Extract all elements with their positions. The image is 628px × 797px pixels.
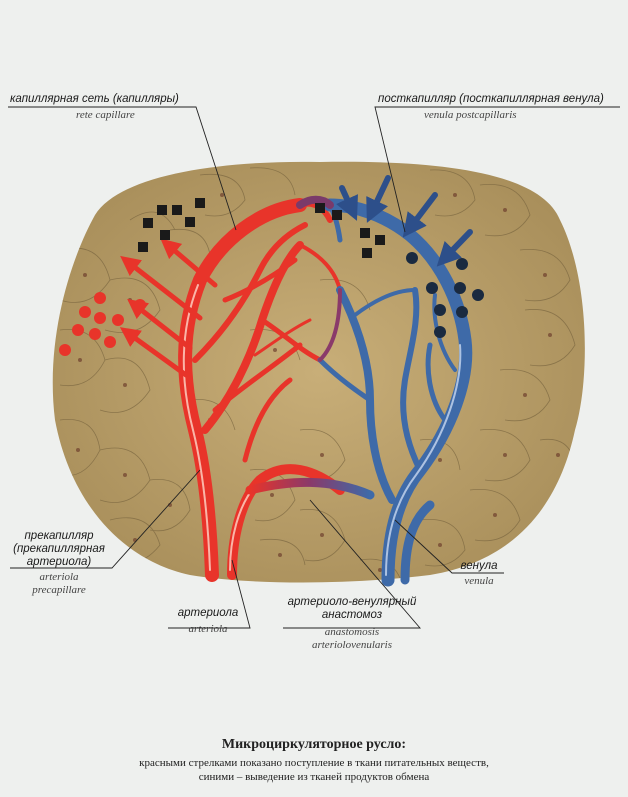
label-ru: артериоло-венулярный	[287, 596, 417, 608]
waste-squares-left	[138, 198, 205, 252]
blue-arrow	[402, 192, 438, 238]
capillary-junction-2	[318, 288, 342, 362]
label-ru: анастомоз	[321, 609, 383, 621]
label-la: venula postcapillaris	[424, 109, 517, 121]
red-arrow	[160, 238, 218, 288]
caption-line-2: синими – выведение из тканей продуктов о…	[198, 771, 430, 783]
blue-arrows	[336, 175, 473, 267]
label-venule: венула venula	[454, 560, 504, 588]
label-la: arteriola	[188, 623, 228, 635]
label-ru: посткапилляр (посткапиллярная венула)	[378, 93, 604, 105]
venous-highlights	[385, 344, 462, 576]
caption-line-1: красными стрелками показано поступление …	[139, 757, 489, 769]
label-la: venula	[464, 575, 494, 587]
blue-arrow	[366, 175, 391, 223]
label-la: anastomosis	[324, 626, 380, 638]
waste-dots	[406, 252, 484, 338]
label-ru: (прекапиллярная	[13, 543, 105, 555]
label-ru: прекапилляр	[24, 530, 94, 542]
label-precapillary: прекапилляр (прекапиллярная артериола) a…	[4, 530, 114, 597]
red-arrow	[120, 255, 203, 321]
label-anastomosis: артериоло-венулярный анастомоз anastomos…	[285, 596, 419, 652]
label-ru: артериола)	[26, 556, 92, 568]
label-postcapillary: посткапилляр (посткапиллярная венула) ve…	[378, 93, 604, 122]
capillary-junction	[296, 195, 334, 209]
label-arteriole: артериола arteriola	[168, 607, 248, 636]
label-la: arteriola	[39, 571, 79, 583]
red-arrows	[119, 238, 218, 378]
arterial-vessels	[178, 198, 345, 582]
anastomosis-vessel	[245, 477, 375, 500]
blue-arrow	[436, 229, 473, 267]
red-arrow	[127, 298, 193, 351]
nutrient-dots	[59, 292, 146, 356]
label-ru: венула	[460, 560, 498, 572]
cell-nuclei	[76, 193, 560, 572]
label-la: arteriolovenularis	[311, 639, 393, 651]
label-la: precapillare	[32, 584, 86, 596]
label-ru: капиллярная сеть (капилляры)	[10, 93, 179, 105]
tissue	[52, 161, 585, 583]
label-ru: артериола	[177, 607, 239, 619]
leader-lines	[8, 106, 620, 629]
label-la: rete capillare	[76, 109, 135, 121]
blue-arrow	[336, 185, 358, 221]
caption-title: Микроциркуляторное русло:	[221, 737, 407, 752]
label-capillary-net: капиллярная сеть (капилляры) rete capill…	[10, 93, 179, 122]
red-arrow	[119, 327, 189, 378]
